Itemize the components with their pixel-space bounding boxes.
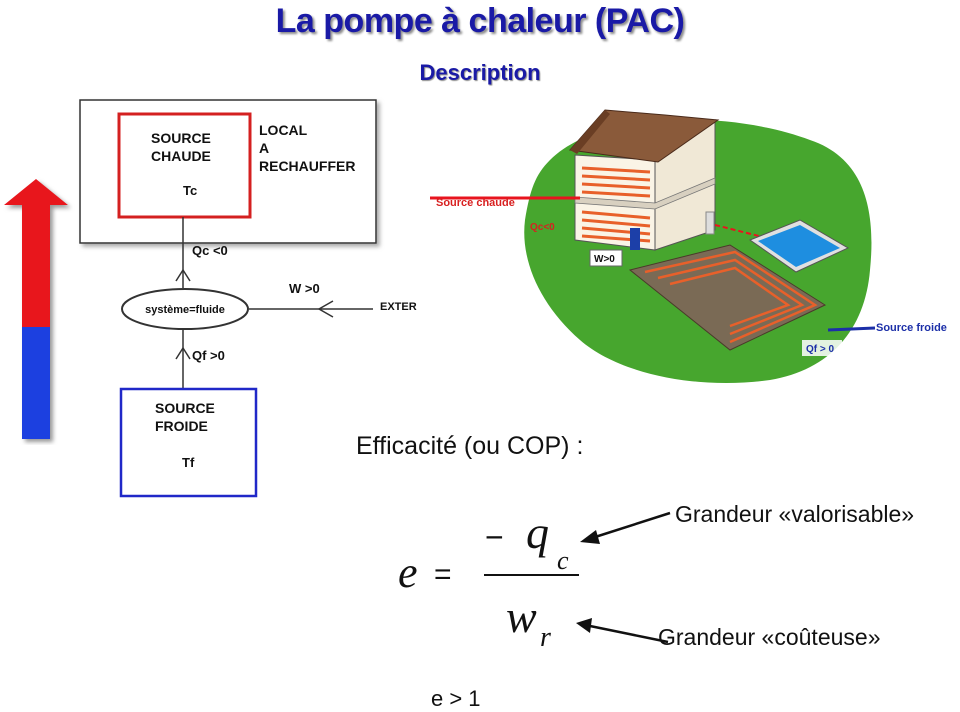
hot-arrow-part [4, 179, 68, 327]
qc-label: Qc <0 [192, 243, 228, 258]
page-title: La pompe à chaleur (PAC) [275, 2, 685, 40]
house-w-label: W>0 [594, 254, 615, 265]
house-illustration: Source chaude Qc<0 W>0 Source froide Qf … [430, 109, 947, 384]
label-valorisable: Grandeur «valorisable» [675, 501, 915, 527]
temperature-arrow [4, 179, 68, 439]
formula-equals: = [434, 558, 452, 591]
cold-temp-label: Tf [182, 455, 195, 470]
hot-source-label-1: SOURCE [151, 130, 211, 146]
formula-numerator-sub: c [557, 546, 569, 575]
qf-label: Qf >0 [192, 348, 225, 363]
couteuse-arrow-head [576, 618, 592, 633]
valorisable-arrow-head [580, 530, 600, 544]
qc-arrow-head [175, 268, 191, 282]
formula-denominator: w [506, 591, 537, 642]
formula-arrows [576, 511, 671, 644]
formula-denominator-sub: r [540, 622, 551, 653]
hot-source-box [117, 112, 252, 219]
house-hot-source-label: Source chaude [436, 197, 515, 209]
page-subtitle: Description [419, 60, 541, 85]
cold-source-label-2: FROIDE [155, 418, 208, 434]
system-ellipse [121, 288, 249, 330]
condition-label: e > 1 [431, 686, 481, 711]
formula-numerator: q [526, 507, 549, 558]
qf-arrow-head [175, 346, 191, 360]
hot-source-label-2: CHAUDE [151, 148, 211, 164]
local-label-2: A [259, 140, 269, 156]
w-arrow-head [317, 300, 334, 318]
local-label-3: RECHAUFFER [259, 158, 355, 174]
formula-minus: − [485, 519, 504, 555]
cold-source-box [119, 387, 258, 498]
local-label-1: LOCAL [259, 122, 308, 138]
cold-arrow-part [22, 327, 50, 439]
heat-pump-schematic: SOURCE CHAUDE Tc LOCAL A RECHAUFFER Qc <… [79, 99, 417, 498]
formula-lhs: e [398, 548, 418, 597]
fraction-bar [484, 574, 579, 576]
house-cold-source-label: Source froide [876, 322, 947, 334]
w-label: W >0 [289, 281, 320, 296]
label-couteuse: Grandeur «coûteuse» [658, 624, 881, 650]
efficiency-heading: Efficacité (ou COP) : [356, 432, 584, 460]
cold-source-label-1: SOURCE [155, 400, 215, 416]
house-qf-label: Qf > 0 [806, 344, 835, 355]
house-qc-label: Qc<0 [530, 222, 555, 233]
exterior-label: EXTER [380, 301, 417, 313]
hot-temp-label: Tc [183, 183, 197, 198]
system-label: système=fluide [145, 304, 225, 316]
